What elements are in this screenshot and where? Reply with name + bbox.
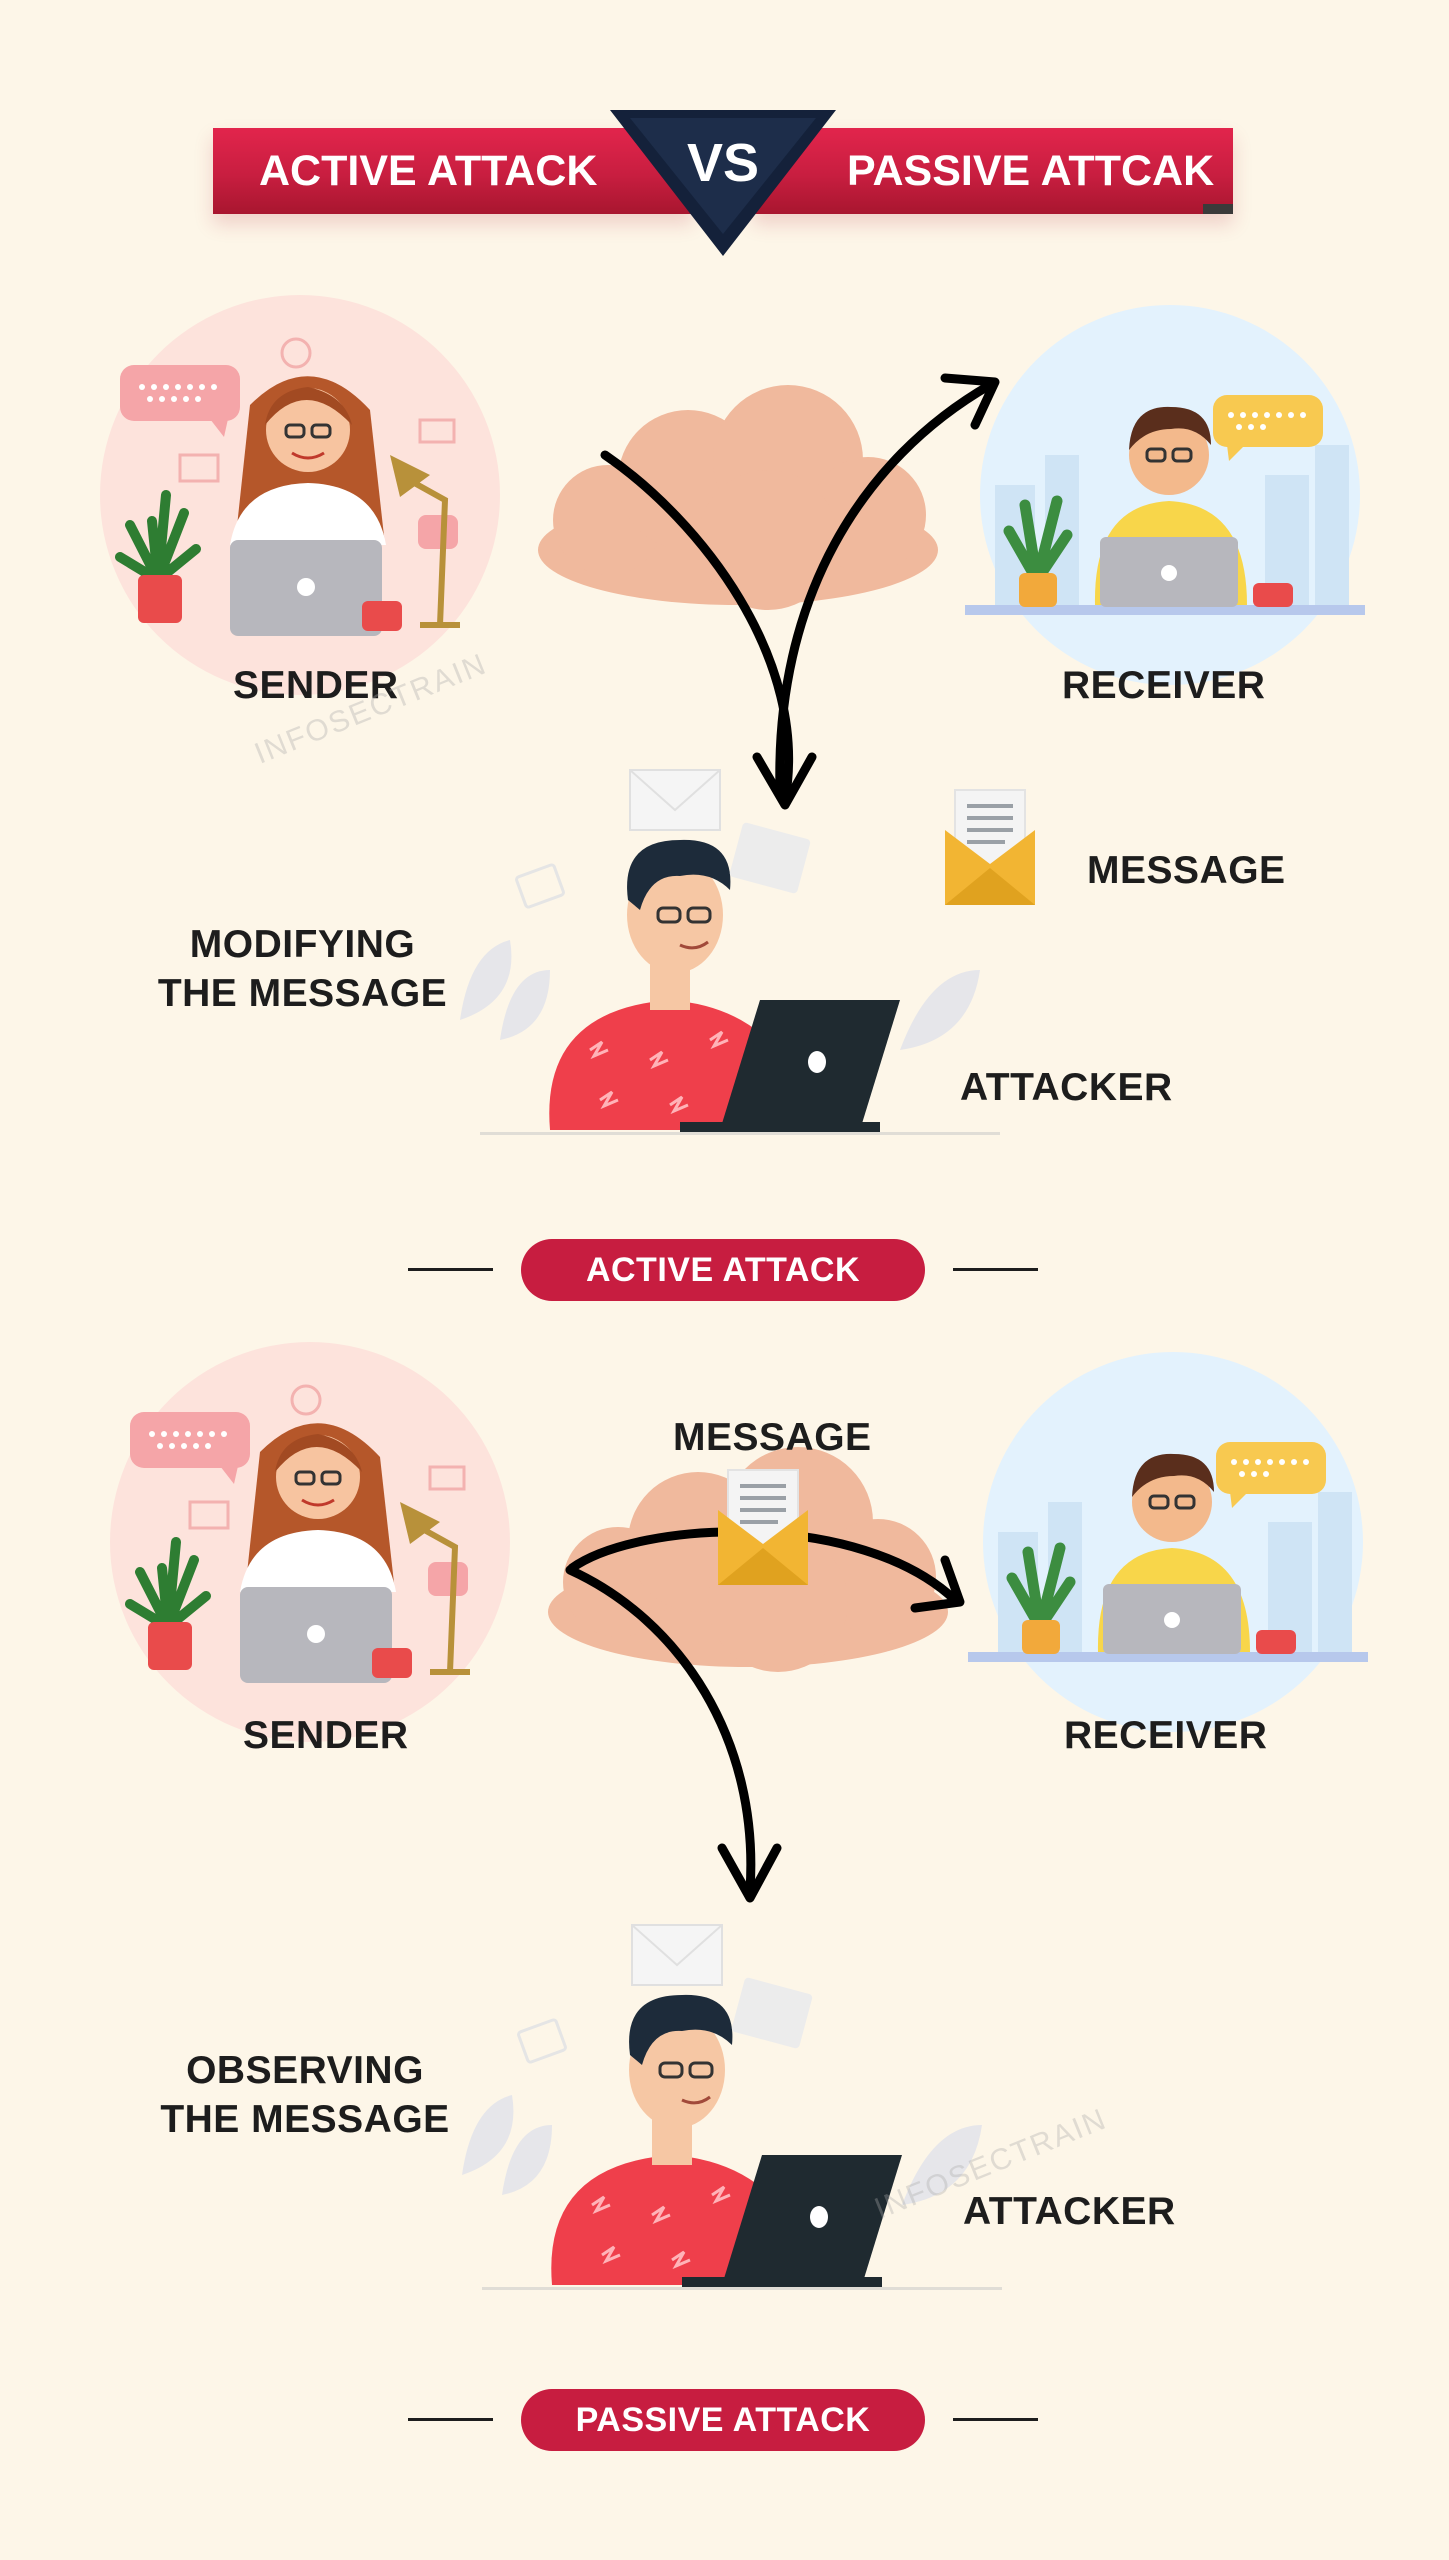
banner-right-title: PASSIVE ATTCAK bbox=[753, 128, 1233, 214]
active-action-line2: THE MESSAGE bbox=[157, 972, 448, 1015]
passive-action-line2: THE MESSAGE bbox=[160, 2098, 450, 2141]
passive-message-label: MESSAGE bbox=[673, 1416, 872, 1459]
passive-receiver-label: RECEIVER bbox=[1064, 1714, 1268, 1757]
passive-envelope-icon bbox=[716, 1468, 810, 1587]
passive-attacker-illustration bbox=[460, 1923, 1004, 2290]
active-attacker-label: ATTACKER bbox=[960, 1066, 1173, 1109]
active-diagram bbox=[0, 0, 1449, 1137]
active-arrow-to-attacker bbox=[600, 450, 794, 805]
title-banner: ACTIVE ATTACK PASSIVE ATTCAK VS bbox=[213, 110, 1233, 256]
passive-action-line1: OBSERVING bbox=[186, 2049, 424, 2092]
active-receiver-illustration bbox=[965, 305, 1365, 685]
passive-action-label: OBSERVING THE MESSAGE bbox=[150, 2046, 460, 2144]
passive-attack-pill: PASSIVE ATTACK bbox=[521, 2389, 925, 2451]
active-envelope-icon bbox=[943, 788, 1037, 907]
vs-badge: VS bbox=[610, 110, 836, 256]
active-rule-right bbox=[953, 1268, 1038, 1271]
active-message-label: MESSAGE bbox=[1087, 849, 1286, 892]
passive-sender-label: SENDER bbox=[243, 1714, 409, 1757]
passive-rule-right bbox=[953, 2418, 1038, 2421]
active-action-line1: MODIFYING bbox=[189, 923, 416, 966]
vs-triangle-icon bbox=[610, 110, 836, 256]
active-arrow-to-receiver bbox=[775, 380, 995, 795]
banner-left-title: ACTIVE ATTACK bbox=[213, 128, 693, 214]
passive-sender-illustration bbox=[110, 1342, 510, 1742]
active-receiver-label: RECEIVER bbox=[1062, 664, 1266, 707]
passive-rule-left bbox=[408, 2418, 493, 2421]
passive-arrow-to-attacker bbox=[565, 1565, 756, 1895]
active-rule-left bbox=[408, 1268, 493, 1271]
active-attack-pill: ACTIVE ATTACK bbox=[521, 1239, 925, 1301]
active-cloud-icon bbox=[538, 385, 938, 610]
passive-diagram bbox=[0, 1290, 1449, 2290]
active-attacker-illustration bbox=[458, 768, 1002, 1137]
active-action-label: MODIFYING THE MESSAGE bbox=[150, 920, 455, 1018]
vs-text: VS bbox=[686, 133, 760, 193]
active-sender-label: SENDER bbox=[233, 664, 399, 707]
passive-attacker-label: ATTACKER bbox=[963, 2190, 1176, 2233]
active-sender-illustration bbox=[100, 295, 500, 695]
passive-receiver-illustration bbox=[968, 1352, 1368, 1732]
